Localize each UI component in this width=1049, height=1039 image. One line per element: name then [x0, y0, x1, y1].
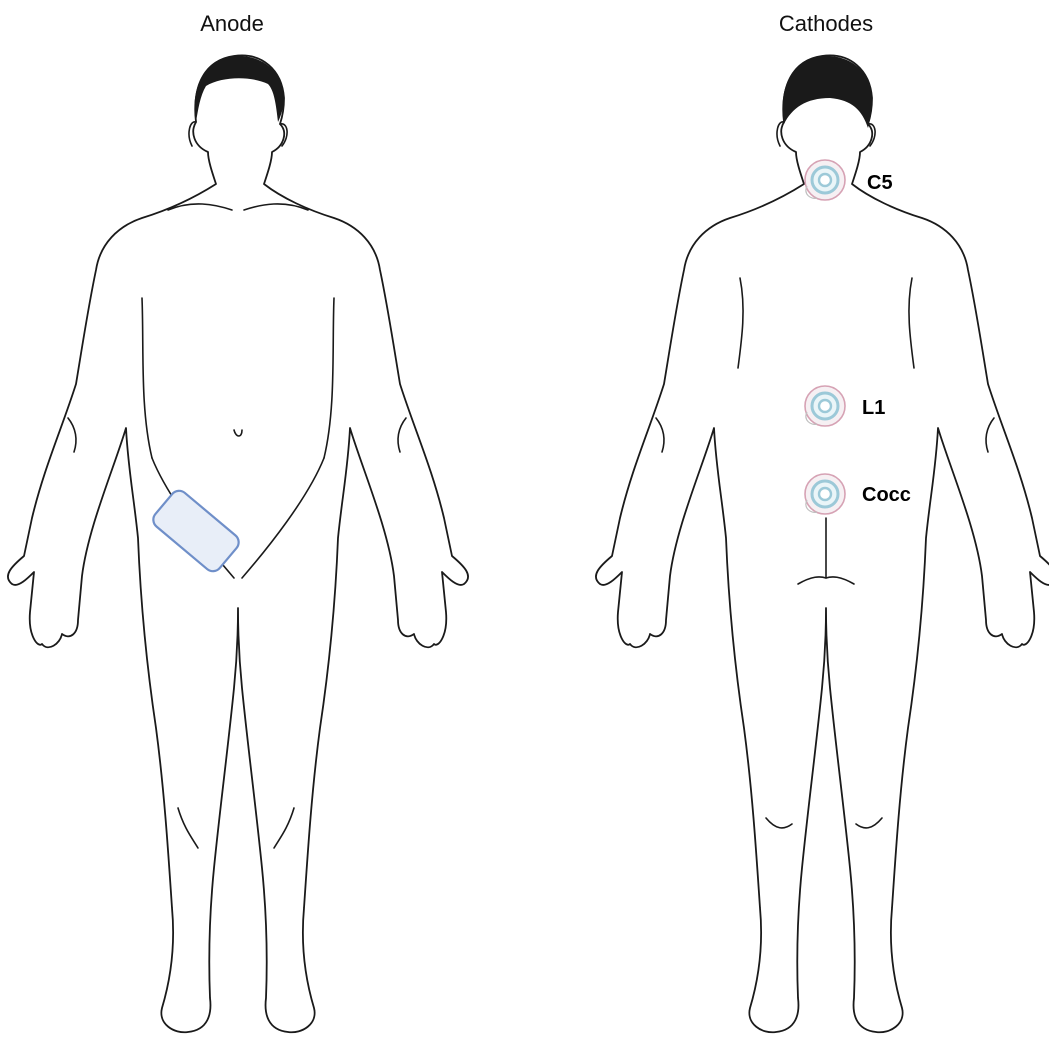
- cathode-electrode-l1: [805, 386, 845, 426]
- cathode-electrode-c5: [805, 160, 845, 200]
- anode-panel-title: Anode: [200, 11, 264, 36]
- cathode-site-label-c5: C5: [867, 172, 893, 194]
- back-body-figure: [596, 55, 1049, 1032]
- cathode-site-label-l1: L1: [862, 397, 885, 419]
- cathode-electrode-cocc: [805, 474, 845, 514]
- cathodes-panel-title: Cathodes: [779, 11, 873, 36]
- cathode-site-label-cocc: Cocc: [862, 484, 911, 506]
